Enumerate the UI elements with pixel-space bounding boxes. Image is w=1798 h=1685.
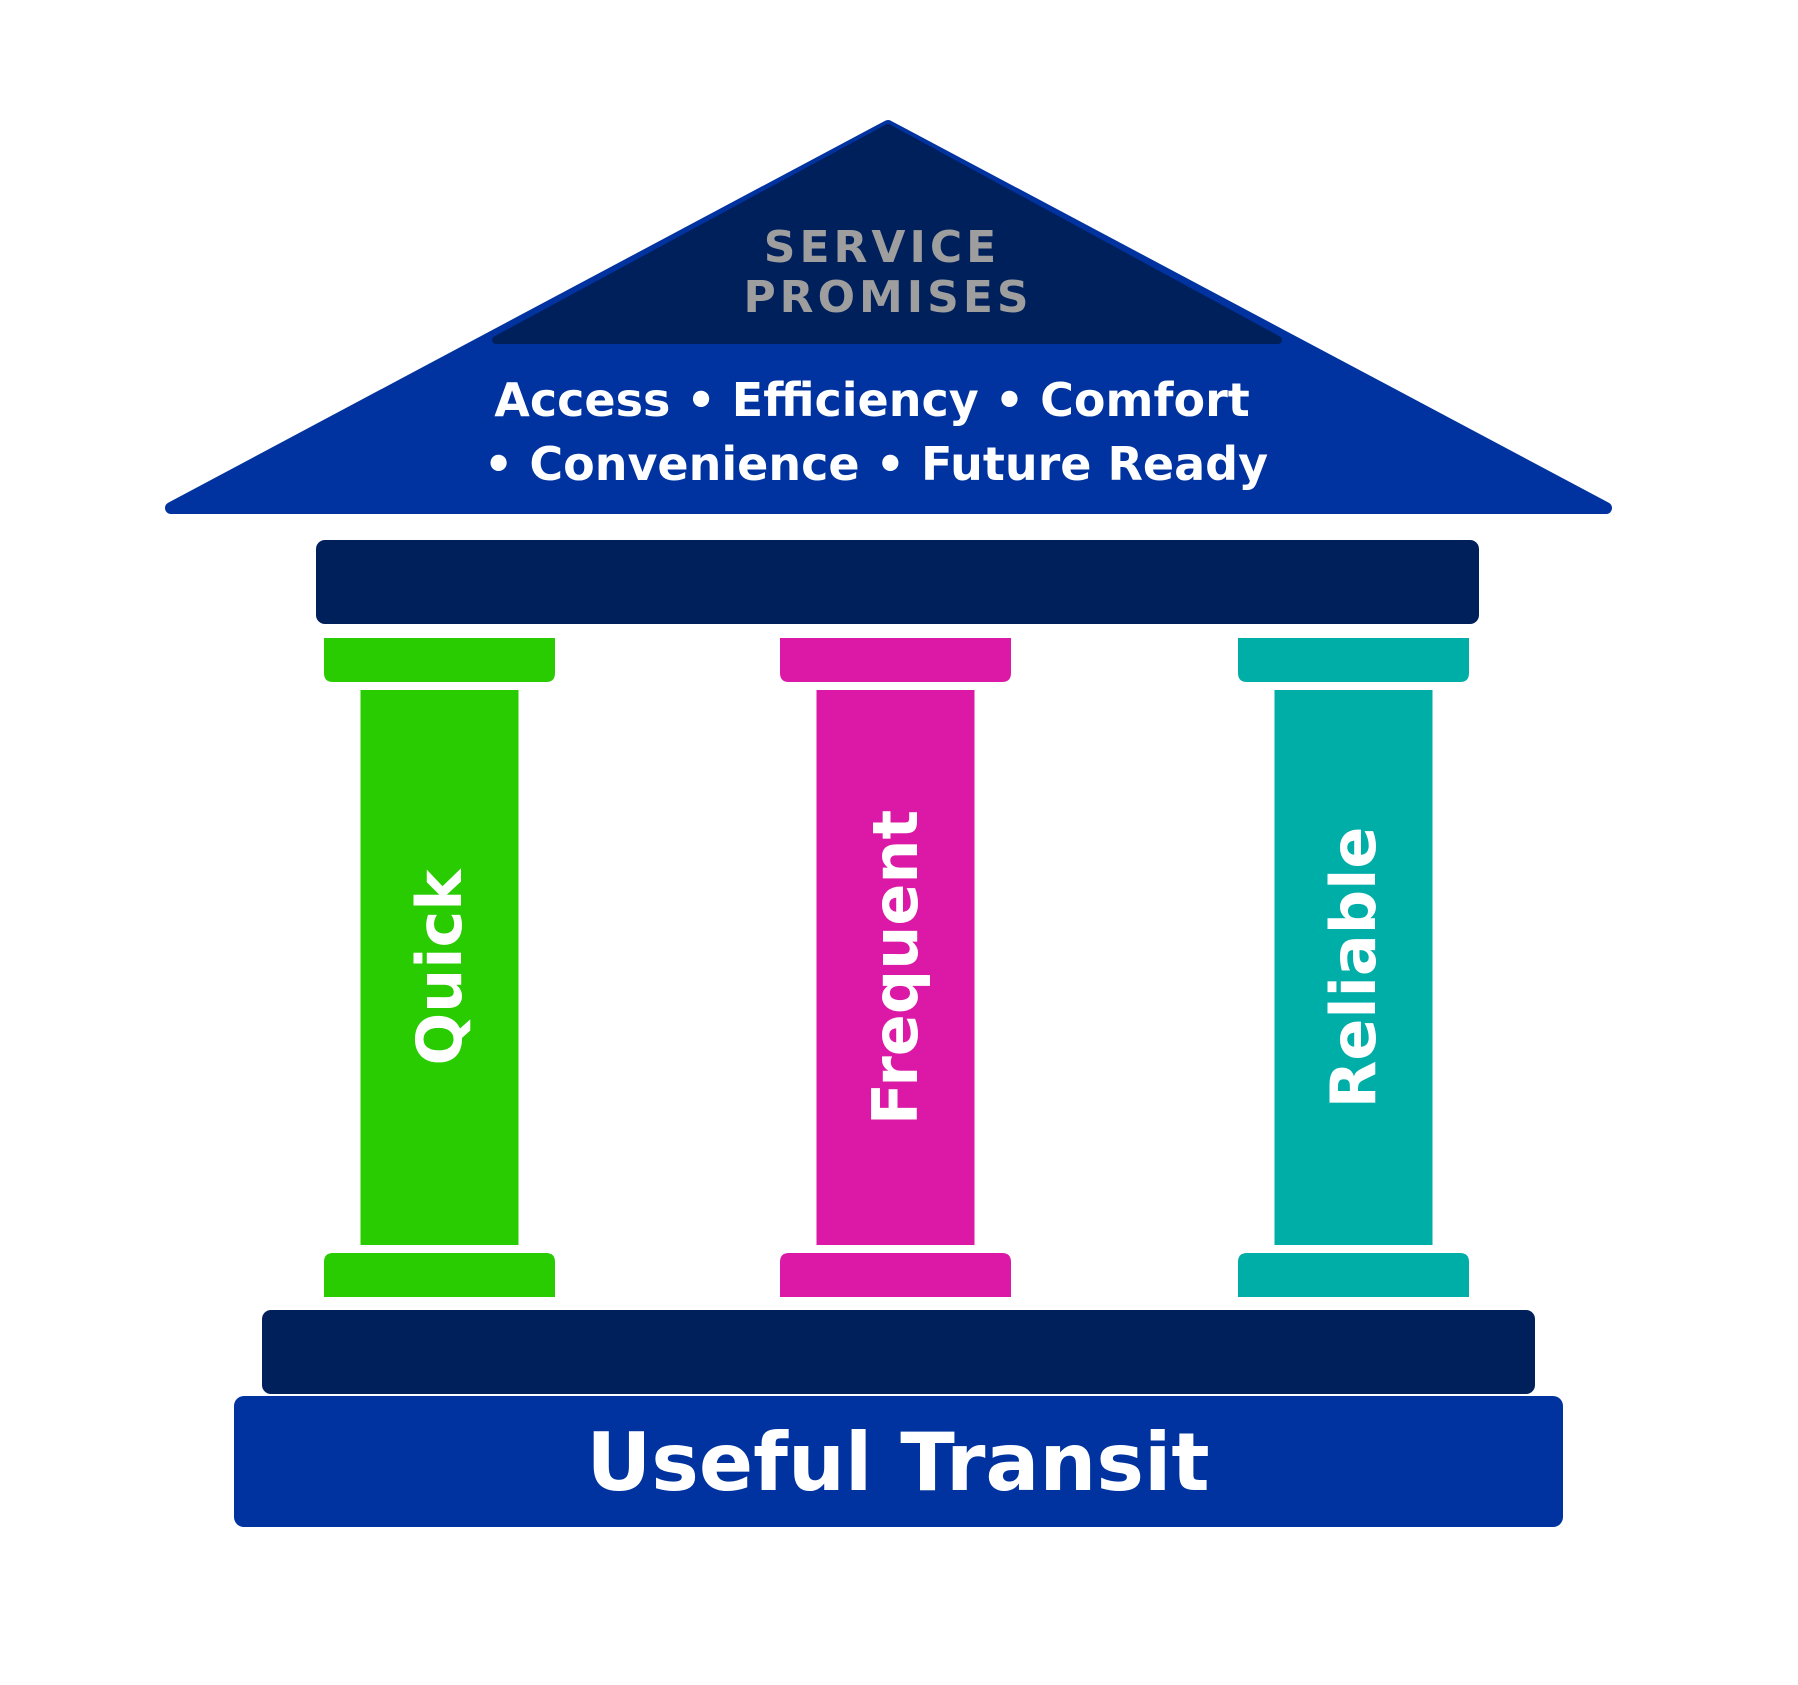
base-step-top <box>262 1310 1535 1394</box>
pillars-group: Quick Frequent Reliable <box>324 638 1469 1297</box>
pillar-label: Reliable <box>1317 827 1390 1109</box>
entablature-beam <box>316 540 1479 624</box>
pillar-capital <box>324 638 555 682</box>
pillar-base <box>1238 1253 1469 1297</box>
pillar-base <box>780 1253 1011 1297</box>
roof-title-line1: SERVICE <box>764 222 1000 273</box>
foundation-block <box>234 1396 1563 1527</box>
pillar-shaft <box>360 690 519 1245</box>
roof-promises-line1: Access • Efficiency • Comfort <box>494 373 1250 427</box>
pillar-shaft <box>816 690 975 1245</box>
pillar-frequent: Frequent <box>780 638 1011 1297</box>
pillar-reliable: Reliable <box>1238 638 1469 1297</box>
pillar-label: Frequent <box>859 810 932 1125</box>
roof-promises-line2: • Convenience • Future Ready <box>484 437 1268 491</box>
pillar-label: Quick <box>403 868 476 1066</box>
roof-title-line2: PROMISES <box>743 272 1032 323</box>
pillar-quick: Quick <box>324 638 555 1297</box>
pillar-base <box>324 1253 555 1297</box>
pillar-capital <box>1238 638 1469 682</box>
pillar-capital <box>780 638 1011 682</box>
foundation-label: Useful Transit <box>586 1416 1209 1509</box>
pillar-shaft <box>1274 690 1433 1245</box>
roof-apex <box>492 124 1282 344</box>
